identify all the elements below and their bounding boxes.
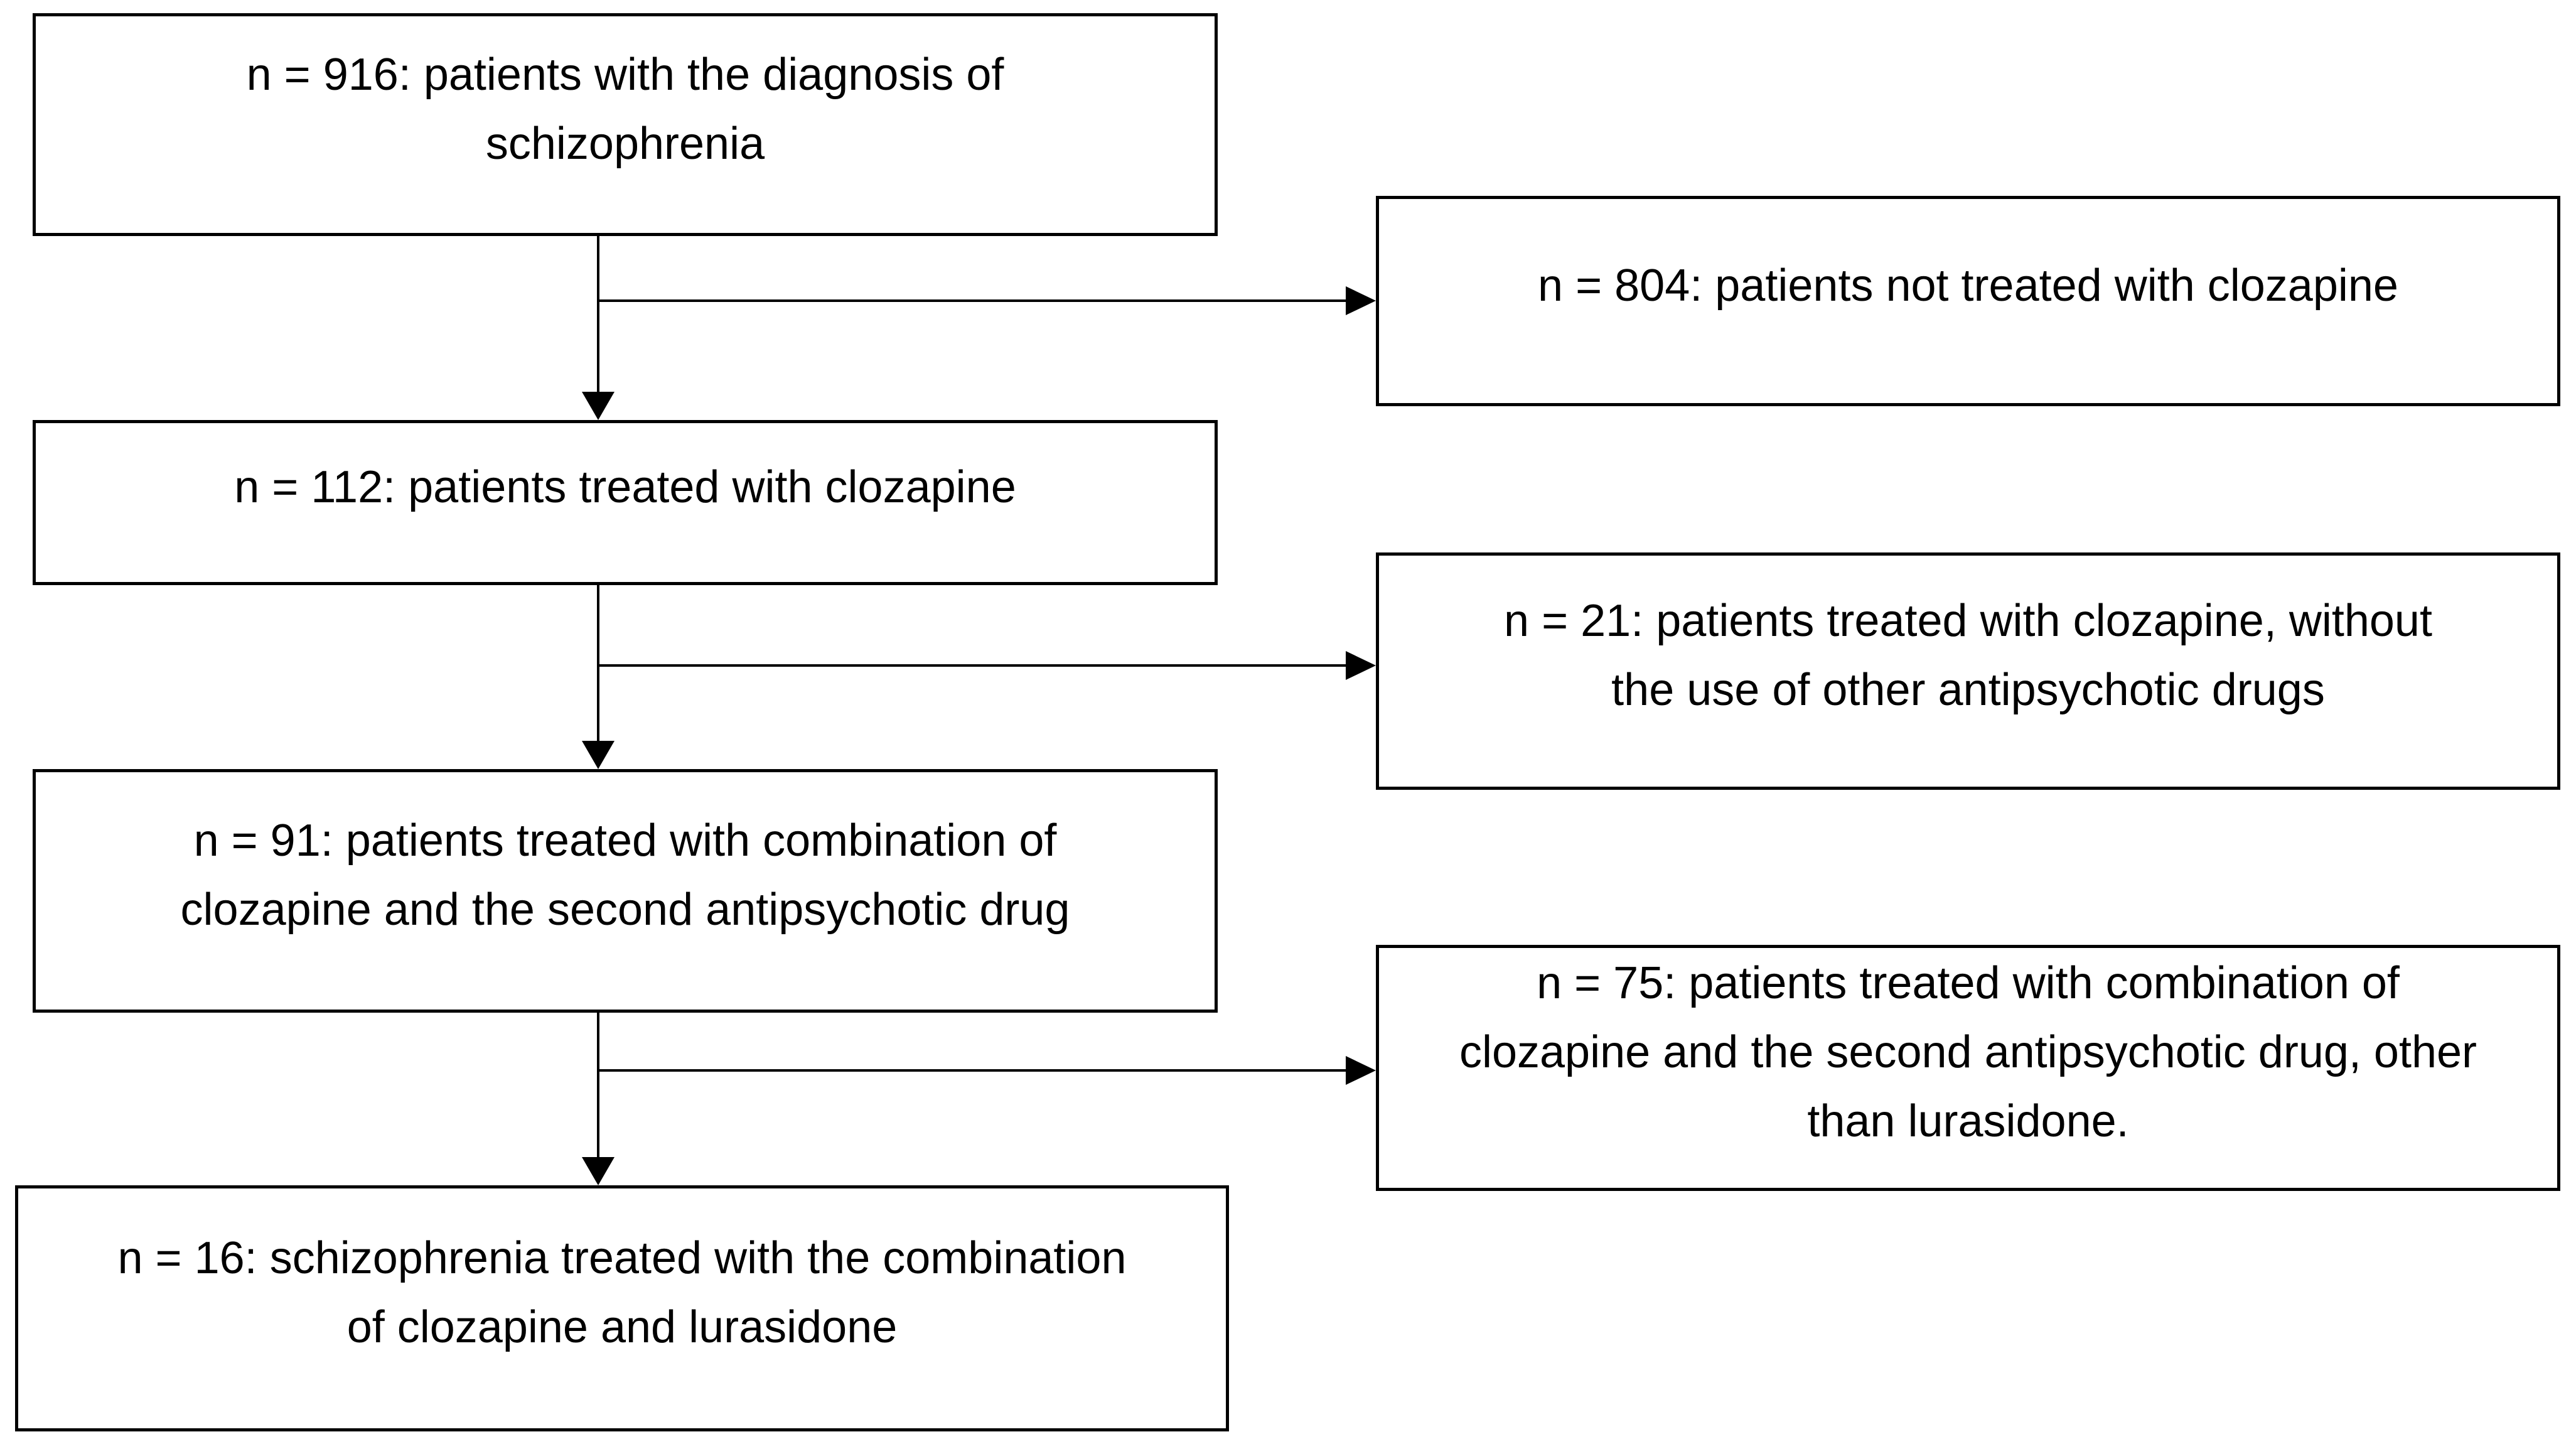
flow-box-n916-schizophrenia-diagnosis: n = 916: patients with the diagnosis of …	[33, 13, 1218, 236]
arrow-right-icon	[1346, 1056, 1376, 1085]
flow-box-n112-treated-clozapine: n = 112: patients treated with clozapine	[33, 420, 1218, 585]
flow-box-text: n = 21: patients treated with clozapine,…	[1504, 596, 2432, 715]
arrow-right-icon	[1346, 651, 1376, 680]
flow-box-text: n = 16: schizophrenia treated with the c…	[117, 1233, 1127, 1352]
flow-box-text: n = 91: patients treated with combinatio…	[180, 816, 1070, 935]
flow-box-n16-clozapine-lurasidone: n = 16: schizophrenia treated with the c…	[15, 1185, 1229, 1431]
arrow-right-icon	[1346, 286, 1376, 315]
connector-line-n916-to-n112	[597, 236, 599, 392]
branch-line-to-n75	[598, 1069, 1346, 1072]
arrow-down-icon	[582, 392, 614, 420]
arrow-down-icon	[582, 741, 614, 769]
flow-box-n21-clozapine-monotherapy: n = 21: patients treated with clozapine,…	[1376, 552, 2560, 790]
flow-box-text: n = 804: patients not treated with cloza…	[1538, 260, 2398, 311]
flow-box-n804-not-treated-clozapine: n = 804: patients not treated with cloza…	[1376, 196, 2560, 406]
branch-line-to-n804	[598, 299, 1346, 302]
flow-box-text: n = 75: patients treated with combinatio…	[1459, 958, 2477, 1146]
arrow-down-icon	[582, 1157, 614, 1185]
flow-box-text: n = 916: patients with the diagnosis of …	[246, 49, 1004, 169]
flow-box-n75-combination-other-than-lurasidone: n = 75: patients treated with combinatio…	[1376, 945, 2560, 1191]
flow-box-text: n = 112: patients treated with clozapine	[234, 461, 1016, 512]
connector-line-n91-to-n16	[597, 1013, 599, 1157]
connector-line-n112-to-n91	[597, 585, 599, 741]
flow-box-n91-clozapine-combination: n = 91: patients treated with combinatio…	[33, 769, 1218, 1013]
branch-line-to-n21	[598, 664, 1346, 667]
